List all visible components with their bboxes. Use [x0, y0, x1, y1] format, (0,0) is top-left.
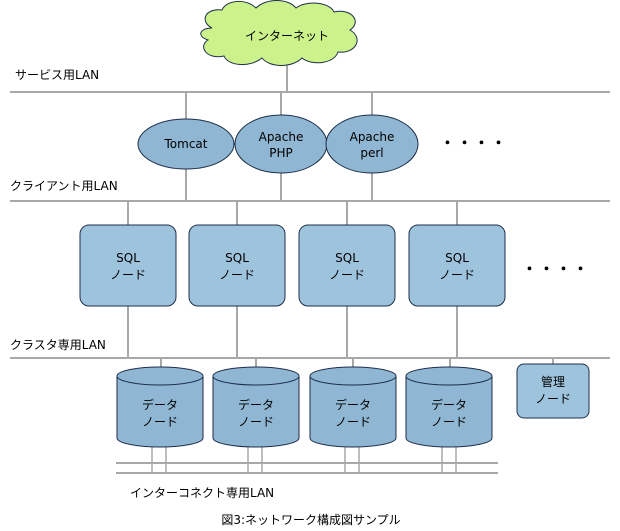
sql-node-label: ノード: [110, 268, 146, 282]
sql-node-1: SQL ノード: [79, 224, 177, 307]
web-server-tomcat: Tomcat: [137, 118, 235, 170]
web-server-label: Apache: [259, 130, 304, 144]
data-node-3: データ ノード: [309, 366, 397, 448]
sql-node-label: ノード: [439, 268, 475, 282]
web-server-ellipsis: ・・・・: [440, 134, 508, 152]
data-node-label: ノード: [238, 415, 274, 429]
interconnect-lan-label: インターコネクト専用LAN: [130, 486, 274, 500]
data-node-4: データ ノード: [405, 366, 493, 448]
service-lan-label: サービス用LAN: [15, 68, 99, 82]
sql-node-ellipsis: ・・・・: [522, 260, 590, 278]
data-node-label: データ: [431, 397, 467, 412]
data-node-label: ノード: [431, 415, 467, 429]
web-server-apache-php: Apache PHP: [234, 114, 328, 174]
web-server-label: Tomcat: [164, 137, 208, 151]
data-node-1: データ ノード: [116, 366, 204, 448]
management-node: 管理 ノード: [516, 363, 590, 419]
data-node-label: データ: [142, 397, 178, 412]
web-server-apache-perl: Apache perl: [325, 114, 419, 174]
data-node-2: データ ノード: [212, 366, 300, 448]
cluster-lan-label: クラスタ専用LAN: [10, 338, 106, 352]
sql-node-label: ノード: [219, 268, 255, 282]
data-node-label: データ: [238, 397, 274, 412]
internet-label: インターネット: [245, 29, 329, 43]
internet-cloud: インターネット: [200, 0, 358, 66]
data-node-label: ノード: [142, 415, 178, 429]
sql-node-4: SQL ノード: [408, 224, 506, 307]
sql-node-3: SQL ノード: [298, 224, 396, 307]
sql-node-label: SQL: [116, 251, 140, 265]
management-node-label: 管理: [541, 374, 565, 389]
sql-node-label: ノード: [329, 268, 365, 282]
sql-node-2: SQL ノード: [188, 224, 286, 307]
data-node-label: データ: [335, 397, 371, 412]
sql-node-label: SQL: [225, 251, 249, 265]
client-lan-label: クライアント用LAN: [10, 179, 118, 193]
management-node-label: ノード: [535, 392, 571, 406]
data-node-label: ノード: [335, 415, 371, 429]
web-server-label: perl: [360, 146, 383, 160]
figure-caption: 図3:ネットワーク構成図サンプル: [221, 513, 400, 527]
sql-node-label: SQL: [445, 251, 469, 265]
web-server-label: PHP: [269, 146, 293, 160]
web-server-label: Apache: [350, 130, 395, 144]
sql-node-label: SQL: [335, 251, 359, 265]
